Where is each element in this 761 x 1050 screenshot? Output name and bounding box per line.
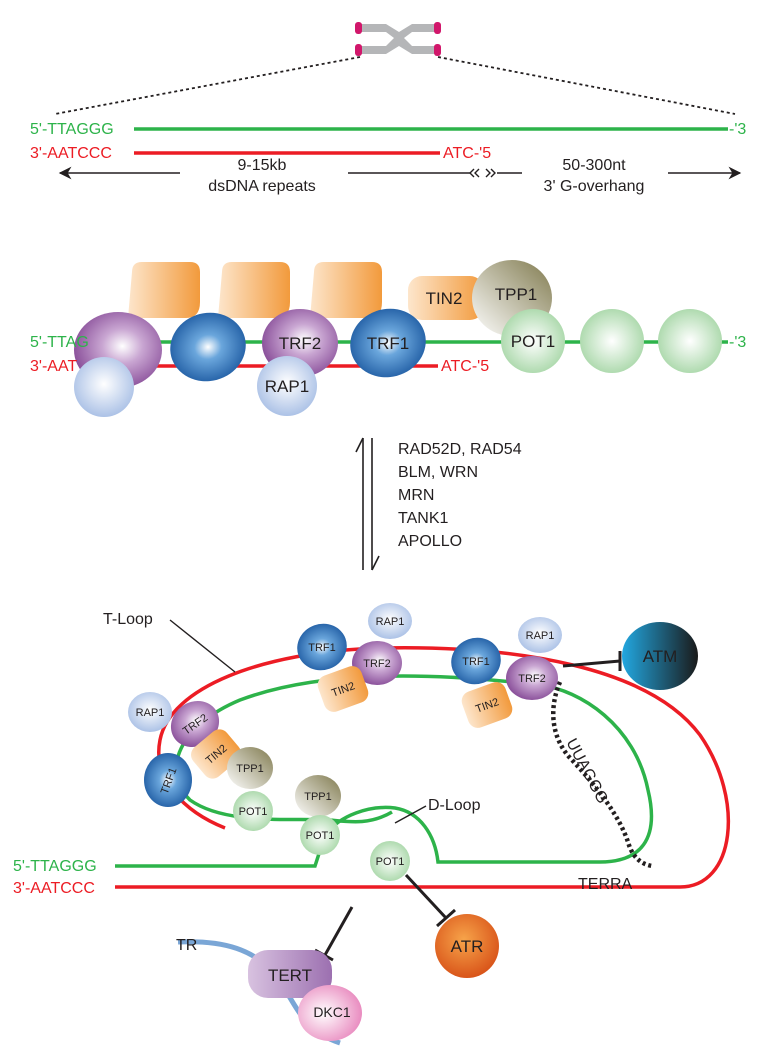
equilibrium-arrows-icon: [355, 437, 380, 571]
ds-size-label: 9-15kb: [238, 157, 287, 174]
mid-c-right-label: ATC-'5: [441, 358, 489, 375]
svg-text:POT1: POT1: [239, 806, 268, 818]
rap1-protein: RAP1: [518, 617, 562, 653]
svg-text:TPP1: TPP1: [495, 285, 538, 304]
tin2-blob: [218, 262, 290, 318]
svg-text:TERT: TERT: [268, 966, 312, 985]
break-marks-icon: [469, 168, 496, 178]
tin2-protein: TIN2: [317, 666, 369, 712]
top-g-right-label: -'3: [729, 121, 746, 138]
tert-protein: TERT: [248, 950, 332, 998]
svg-text:ATR: ATR: [451, 937, 484, 956]
svg-text:RAP1: RAP1: [526, 630, 555, 642]
trf1-protein: TRF1: [297, 623, 347, 671]
svg-text:TPP1: TPP1: [304, 791, 332, 803]
rap1-protein: RAP1: [257, 356, 317, 416]
tloop-g-left-label: 5'-TTAGGG: [13, 858, 97, 875]
tr-label: TR: [176, 937, 197, 954]
svg-text:RAP1: RAP1: [265, 377, 309, 396]
inhibition-atm: [562, 651, 622, 671]
tpp1-protein: TPP1: [295, 775, 341, 817]
rap1-protein: RAP1: [368, 603, 412, 639]
rap1-protein: RAP1: [128, 692, 172, 732]
top-c-right-label: ATC-'5: [443, 145, 491, 162]
tloop-label: T-Loop: [103, 611, 153, 628]
oh-size-label: 50-300nt: [562, 157, 626, 174]
factor-label: APOLLO: [398, 533, 462, 550]
svg-text:POT1: POT1: [511, 332, 555, 351]
svg-text:POT1: POT1: [376, 856, 405, 868]
trf2-protein: TRF2: [170, 700, 220, 748]
tloop-pointer: [169, 619, 236, 673]
mid-c-left-label: 3'-AAT: [30, 358, 77, 375]
svg-text:RAP1: RAP1: [376, 616, 405, 628]
dloop-pointer: [394, 805, 427, 824]
factor-label: RAD52D, RAD54: [398, 441, 522, 458]
terra-seq-label: UUAGGG: [562, 736, 610, 807]
mid-g-right-label: -'3: [729, 334, 746, 351]
dloop-label: D-Loop: [428, 797, 481, 814]
top-c-left-label: 3'-AATCCC: [30, 145, 112, 162]
svg-text:TRF1: TRF1: [462, 656, 490, 668]
pot1-protein: POT1: [501, 309, 565, 373]
oh-type-label: 3' G-overhang: [544, 178, 645, 195]
factor-label: MRN: [398, 487, 434, 504]
trf1-protein: TRF1: [451, 637, 501, 685]
tin2-blob: [310, 262, 382, 318]
tin2-protein: TIN2: [408, 276, 484, 320]
terra-label: TERRA: [578, 876, 633, 893]
pot1-protein: POT1: [233, 791, 273, 831]
mid-g-left-label: 5'-TTAG: [30, 334, 89, 351]
tpp1-protein: TPP1: [227, 747, 273, 789]
inhibition-atr: [404, 873, 456, 928]
dkc1-protein: DKC1: [298, 985, 362, 1041]
svg-text:POT1: POT1: [306, 830, 335, 842]
svg-text:TRF2: TRF2: [279, 334, 322, 353]
chromosome-icon: [355, 22, 441, 56]
tloop-c-left-label: 3'-AATCCC: [13, 880, 95, 897]
tin2-blob: [128, 262, 200, 318]
svg-text:ATM: ATM: [643, 647, 678, 666]
svg-text:TRF2: TRF2: [363, 658, 391, 670]
factor-label: TANK1: [398, 510, 448, 527]
trf1-protein: TRF1: [144, 753, 192, 807]
trf2-protein: TRF2: [506, 656, 558, 700]
svg-text:TPP1: TPP1: [236, 763, 264, 775]
pot1-protein: POT1: [300, 815, 340, 855]
top-g-left-label: 5'-TTAGGG: [30, 121, 114, 138]
zoom-line-right: [437, 56, 736, 115]
pot1-protein: [580, 309, 644, 373]
svg-text:RAP1: RAP1: [136, 707, 165, 719]
pot1-protein: POT1: [370, 841, 410, 881]
atm-kinase: ATM: [622, 622, 698, 690]
terra-rna: [551, 681, 653, 869]
pot1-protein: [658, 309, 722, 373]
rap1-protein: [74, 357, 134, 417]
zoom-line-left: [54, 56, 361, 115]
svg-text:TRF2: TRF2: [518, 673, 546, 685]
factor-label: BLM, WRN: [398, 464, 478, 481]
svg-text:TRF1: TRF1: [367, 334, 410, 353]
tloop-c-strand: [115, 645, 730, 889]
ds-type-label: dsDNA repeats: [208, 178, 316, 195]
trf1-protein: TRF1: [350, 308, 426, 378]
trf1-protein: [170, 312, 246, 382]
svg-text:DKC1: DKC1: [313, 1004, 351, 1020]
trf2-protein: TRF2: [352, 641, 402, 685]
svg-text:TIN2: TIN2: [426, 289, 463, 308]
svg-text:TRF1: TRF1: [308, 642, 336, 654]
atr-kinase: ATR: [435, 914, 499, 978]
tin2-protein: TIN2: [461, 682, 513, 728]
